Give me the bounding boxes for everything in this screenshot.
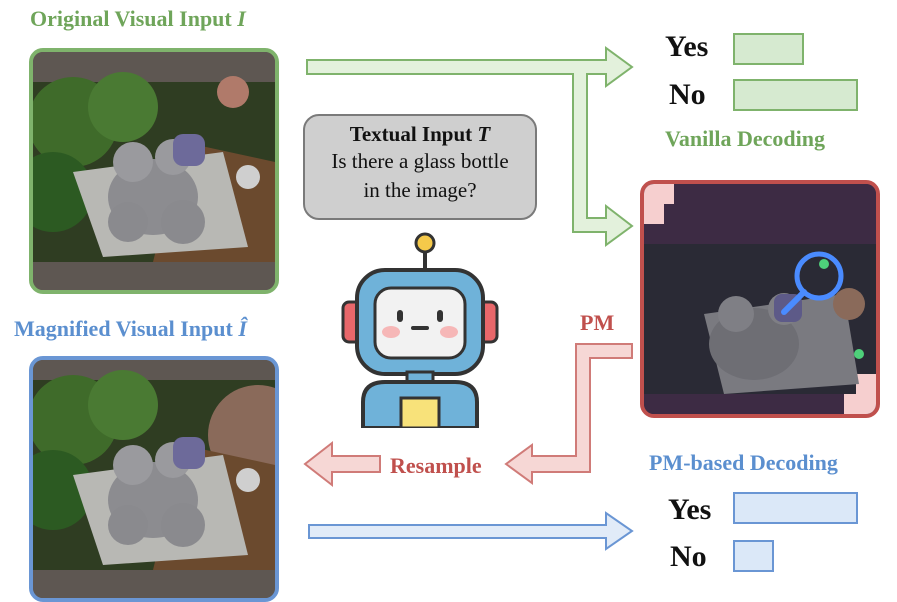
red-arrow-pm: [504, 343, 633, 485]
robot-icon: [341, 232, 499, 428]
original-visual-input-title: Original Visual Input I: [30, 6, 246, 31]
pm-yes-label: Yes: [668, 493, 712, 526]
question-line-2: in the image?: [363, 178, 477, 202]
original-symbol: I: [237, 6, 246, 31]
original-photo-illustration: [33, 52, 275, 290]
question-line-1: Is there a glass bottle: [331, 149, 509, 173]
blue-arrow: [308, 511, 634, 551]
magnified-image: [29, 356, 279, 602]
vanilla-yes-label: Yes: [665, 30, 709, 63]
magnified-symbol: Î: [238, 316, 247, 341]
original-image: [29, 48, 279, 294]
pm-no-bar: [733, 540, 774, 572]
textual-input-heading: Textual Input T: [349, 122, 491, 146]
green-arrow: [306, 46, 634, 247]
perturbation-map-image: [640, 180, 880, 418]
pm-yes-bar: [733, 492, 858, 524]
perturbation-map-illustration: [644, 184, 876, 414]
vanilla-no-bar: [733, 79, 858, 111]
magnified-photo-illustration: [33, 360, 275, 598]
vanilla-yes-bar: [733, 33, 804, 65]
pm-label: PM: [580, 310, 615, 335]
textual-symbol: T: [477, 122, 491, 146]
magnified-visual-input-title: Magnified Visual Input Î: [14, 316, 247, 341]
pm-no-label: No: [670, 540, 707, 573]
vanilla-decoding-label: Vanilla Decoding: [665, 126, 825, 151]
textual-input-bubble: Textual Input T Is there a glass bottle …: [303, 114, 537, 220]
resample-label: Resample: [390, 453, 482, 478]
vanilla-no-label: No: [669, 78, 706, 111]
red-arrow-resample: [303, 440, 381, 488]
pm-based-decoding-label: PM-based Decoding: [649, 450, 838, 475]
